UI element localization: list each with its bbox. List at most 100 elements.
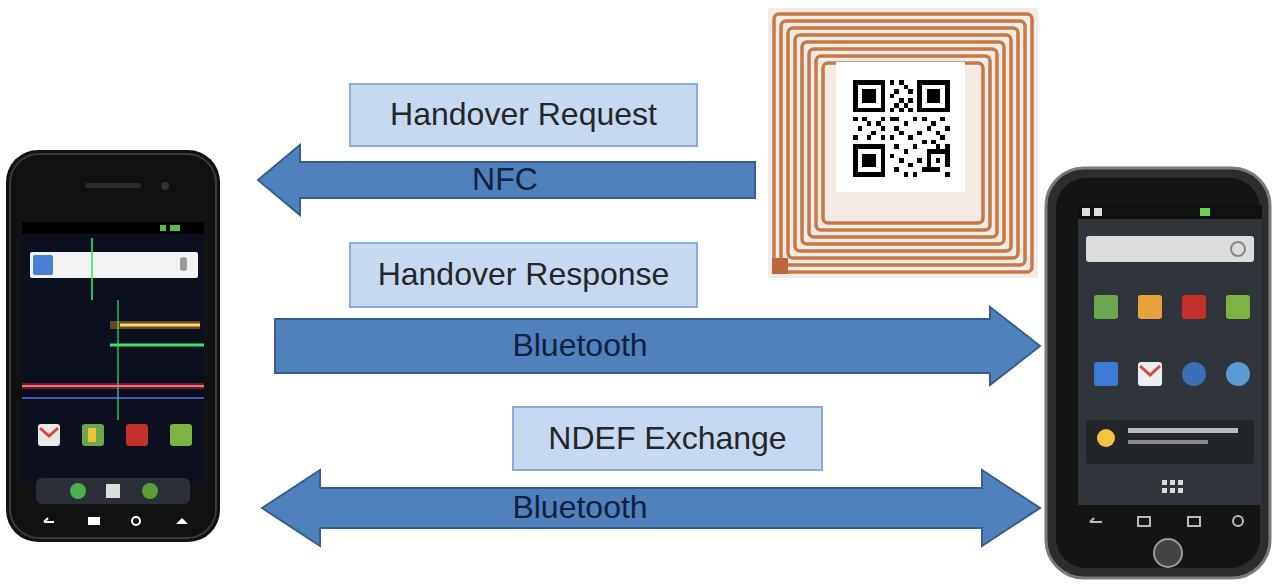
status-icon <box>170 225 180 231</box>
app-icon <box>1138 295 1162 319</box>
app-icon-mark <box>1140 366 1160 375</box>
search-bar <box>1086 236 1254 262</box>
node-label: Handover Request <box>390 97 657 132</box>
wallpaper-streak <box>110 344 204 347</box>
app-icon <box>38 424 60 446</box>
wallpaper-streak <box>117 300 119 420</box>
nav-button <box>1090 518 1102 522</box>
arrow-shape <box>262 470 1040 546</box>
nav-button <box>1233 516 1243 526</box>
left-phone <box>6 150 220 542</box>
arrow-body <box>258 145 755 215</box>
tag-ground <box>768 8 1038 278</box>
qr-modules <box>853 80 950 177</box>
wallpaper-streak <box>120 324 200 327</box>
tag-coil <box>774 14 1032 272</box>
wallpaper-streak <box>22 385 204 387</box>
message-box: Handover Request <box>349 83 698 147</box>
node-label: Handover Response <box>378 257 670 292</box>
status-icon <box>1082 208 1090 216</box>
app-icon <box>1138 362 1162 386</box>
phone-screen <box>22 222 204 484</box>
wallpaper-glow <box>22 383 204 389</box>
app-icon <box>1226 295 1250 319</box>
widget-line <box>1128 428 1238 433</box>
block-arrow: NFC <box>258 145 755 215</box>
grid-dot <box>1178 480 1183 485</box>
phone-body <box>6 150 220 542</box>
status-icon <box>160 225 166 231</box>
search-icon <box>1231 242 1245 256</box>
nav-button <box>132 517 140 525</box>
launcher-grid <box>1162 480 1183 493</box>
block-arrow: Bluetooth <box>262 470 1040 546</box>
mic-icon <box>180 257 187 271</box>
status-icon <box>1094 208 1102 216</box>
coil-turn <box>816 56 990 230</box>
dock-icon <box>70 483 86 499</box>
coil-turn <box>788 28 1018 258</box>
phone-speaker <box>85 183 141 188</box>
coil-turn <box>809 49 997 237</box>
dock <box>36 478 190 504</box>
app-icon <box>126 424 148 446</box>
block-arrow: Bluetooth <box>275 307 1040 385</box>
nav-button <box>88 517 100 525</box>
status-bar <box>1078 205 1262 219</box>
app-icon <box>1182 295 1206 319</box>
nfc-tag <box>768 8 1038 278</box>
app-icon <box>170 424 192 446</box>
dock-icon <box>106 484 120 498</box>
node-label: Bluetooth <box>512 328 647 363</box>
news-widget <box>1086 420 1254 464</box>
app-icon <box>82 424 104 446</box>
app-icon <box>1094 295 1118 319</box>
app-icon-mark <box>40 428 58 436</box>
coil-turn <box>802 42 1004 244</box>
phone-body <box>1046 168 1270 578</box>
nav-button <box>44 518 54 522</box>
arrow-body <box>275 307 1040 385</box>
arrow-body <box>262 470 1040 546</box>
coil-turn <box>781 21 1025 265</box>
coil-pad <box>772 258 788 274</box>
app-icon <box>1226 362 1250 386</box>
wallpaper-glow <box>110 321 200 329</box>
trackball <box>1154 539 1182 567</box>
node-label: NFC <box>472 162 538 197</box>
grid-dot <box>1162 488 1167 493</box>
qr-ground <box>836 62 965 192</box>
weather-icon <box>1097 429 1115 447</box>
grid-dot <box>1170 480 1175 485</box>
wallpaper-streak <box>22 397 204 399</box>
status-bar <box>22 222 204 234</box>
app-icon-mark <box>88 428 96 442</box>
arrow-shape <box>275 307 1040 385</box>
node-label: Bluetooth <box>512 490 647 525</box>
app-icon <box>1182 362 1206 386</box>
coil-turn <box>795 35 1011 251</box>
nav-button <box>1138 517 1150 526</box>
qr-finder <box>853 80 950 177</box>
phone-rim <box>10 154 216 538</box>
coil-turn <box>823 63 983 223</box>
grid-dot <box>1162 480 1167 485</box>
nav-button <box>176 518 188 524</box>
message-box: Handover Response <box>349 242 698 308</box>
phone-camera <box>161 182 169 190</box>
grid-dot <box>1178 488 1183 493</box>
message-box: NDEF Exchange <box>512 406 823 471</box>
search-bar <box>30 252 198 278</box>
wallpaper-streak <box>91 238 93 300</box>
search-logo <box>33 255 53 275</box>
status-icon <box>1200 208 1210 216</box>
node-label: NDEF Exchange <box>548 421 786 456</box>
phone-screen <box>1078 205 1262 505</box>
coil-turn <box>774 14 1032 272</box>
nav-button <box>1188 517 1200 526</box>
qr-code <box>853 80 950 177</box>
widget-line <box>1128 440 1208 444</box>
right-phone <box>1046 168 1270 578</box>
app-icon <box>1094 362 1118 386</box>
